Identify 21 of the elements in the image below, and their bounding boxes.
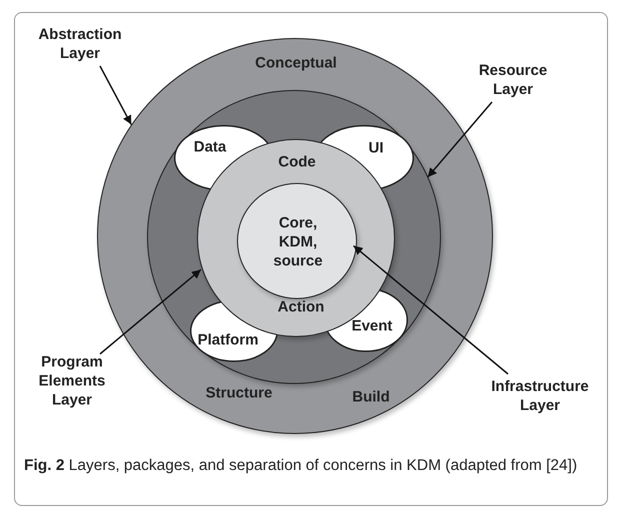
layer-label: Abstraction Layer [30,25,130,63]
layer-name: Action [278,298,324,316]
layer-name: Platform [198,330,258,350]
layer-label: Resource Layer [458,61,568,99]
arrow [99,66,132,125]
arrow [100,269,202,355]
layer-name: Code [278,152,316,172]
layer-name: Data [194,138,226,156]
package-ellipse [324,288,408,352]
layer-name: UI [368,138,384,158]
layer-name: Event [352,316,392,336]
layer-name: Build [352,388,390,406]
layer-label: Infrastructure Layer [475,377,605,415]
package-ellipse [190,300,278,362]
layer-label: Program Elements Layer [17,352,127,410]
layer-name: Structure [206,384,272,402]
layer-name: Core, KDM, source [272,214,324,270]
figure-caption: Fig. 2 Layers, packages, and separation of concerns in KDM (adapted from [24]) [24,456,578,476]
arrow [427,102,493,178]
layer-name: Conceptual [255,54,337,72]
arrow [353,245,508,375]
